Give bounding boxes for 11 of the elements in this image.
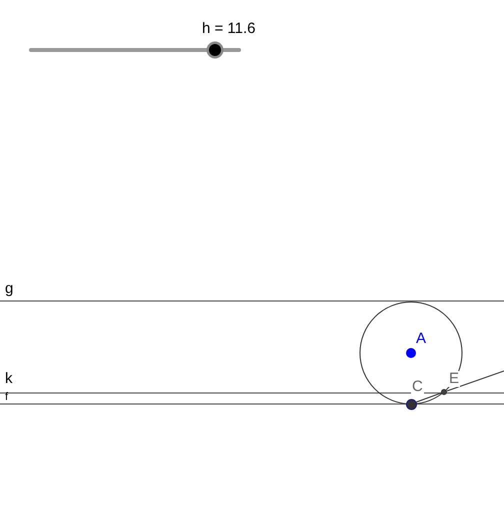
line-name: g [5, 281, 14, 297]
line-name: f [5, 392, 8, 403]
geometry-point [441, 371, 460, 395]
line-name: k [5, 371, 12, 387]
point-label: C [411, 379, 424, 395]
slider-value: h = 11.6 [202, 21, 256, 37]
geometry-point [406, 379, 423, 410]
geometry-point [406, 331, 427, 358]
point-label: E [448, 371, 460, 387]
segment [446, 370, 504, 392]
segment [416, 392, 442, 403]
